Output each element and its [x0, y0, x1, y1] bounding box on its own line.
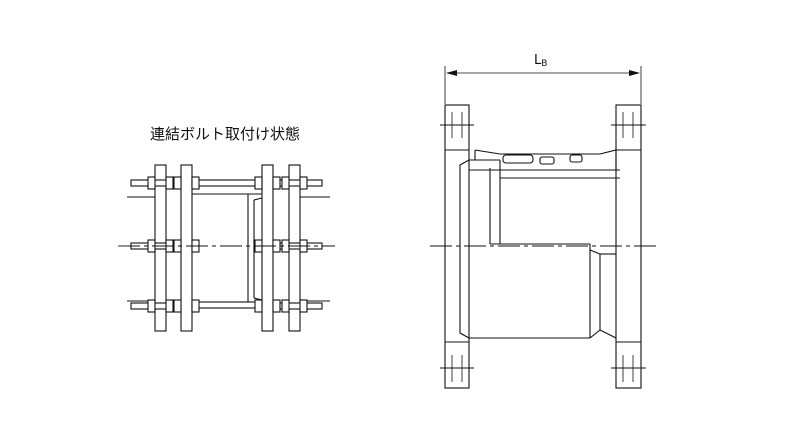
left-flange-inner — [180, 164, 193, 332]
right-flange-inner — [261, 164, 274, 332]
bolt-nut — [165, 299, 174, 313]
bolt-nut — [281, 299, 290, 313]
bolt-nut — [191, 176, 200, 190]
connecting-bolt-bottom — [191, 301, 263, 309]
joint-body — [192, 193, 263, 305]
dimension-lb: LB — [444, 53, 642, 104]
bolt-nut — [147, 176, 156, 190]
seal-gasket — [474, 149, 617, 170]
section-view: LB — [430, 53, 660, 389]
bolt-nut — [272, 176, 281, 190]
bolt-nut — [173, 176, 182, 190]
dimension-label: LB — [534, 53, 547, 69]
bolt-nut — [254, 176, 263, 190]
bolted-joint-view: 連結ボルト取付け状態 — [118, 125, 335, 332]
bolt-nut — [272, 299, 281, 313]
bolt-nut — [165, 176, 174, 190]
section-body — [459, 159, 620, 339]
bolt-nut — [281, 176, 290, 190]
section-left-flange — [440, 104, 474, 389]
bolt-nut — [147, 299, 156, 313]
bolt-nut — [254, 299, 263, 313]
left-view-title: 連結ボルト取付け状態 — [150, 125, 300, 143]
bolt-nut — [173, 299, 182, 313]
bolt-nut — [299, 176, 308, 190]
bolt-nut — [191, 299, 200, 313]
section-right-flange — [589, 104, 646, 389]
bolt-nut — [299, 299, 308, 313]
connecting-bolt-top — [191, 179, 263, 187]
